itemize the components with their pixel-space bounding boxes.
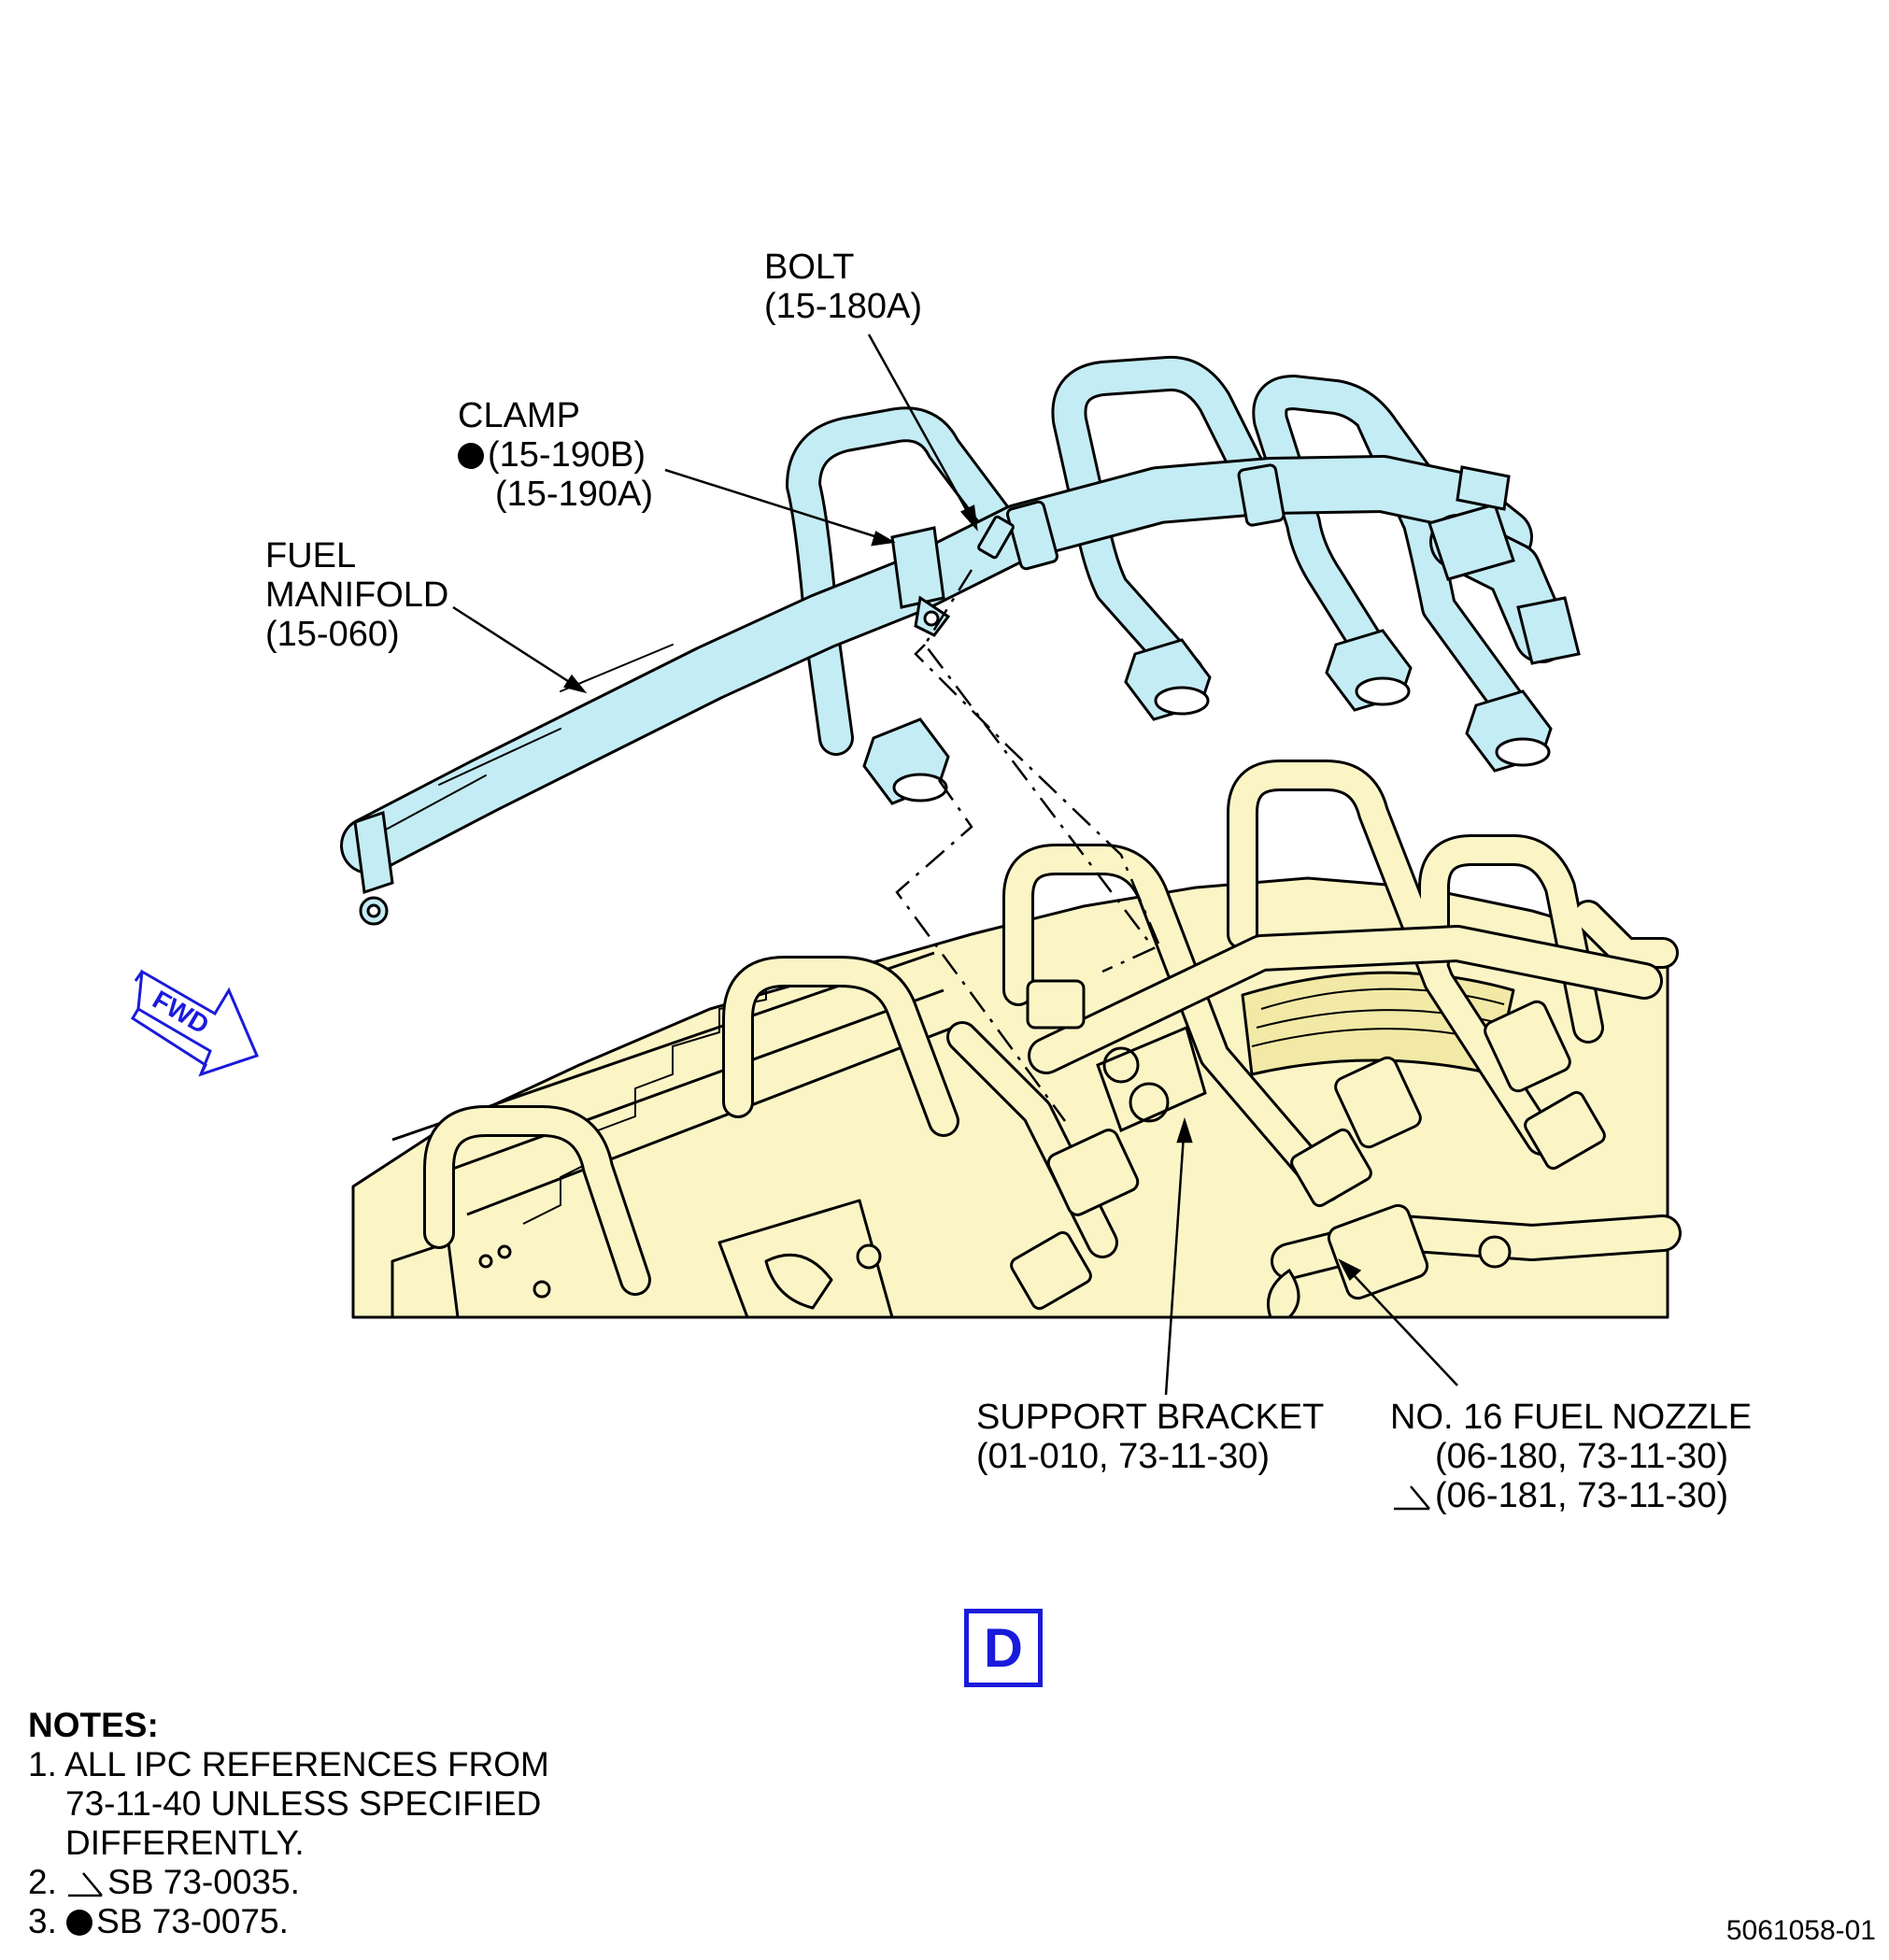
clamp-part-number-b: (15-190B) bbox=[488, 435, 646, 475]
fuel-manifold-name-2: MANIFOLD bbox=[265, 575, 449, 615]
fuel-nozzle-part-number-2: (06-181, 73-11-30) bbox=[1435, 1476, 1729, 1515]
manifold-fittings bbox=[353, 463, 1581, 926]
engine-fittings bbox=[1010, 979, 1606, 1319]
notes-block: NOTES: 1. ALL IPC REFERENCES FROM 73-11-… bbox=[28, 1706, 549, 1941]
clamp-part-number-a: (15-190A) bbox=[495, 475, 653, 514]
note-1-line-2: 73-11-40 UNLESS SPECIFIED bbox=[65, 1784, 542, 1823]
clamp-label: CLAMP (15-190B) (15-190A) bbox=[458, 396, 653, 514]
leader-lines bbox=[452, 334, 1458, 1396]
clamp-name: CLAMP bbox=[458, 396, 580, 435]
alignment-lines bbox=[895, 569, 1160, 1122]
support-bracket-part-number: (01-010, 73-11-30) bbox=[976, 1437, 1271, 1476]
figure-number: 5061058-01 bbox=[1726, 1915, 1876, 1946]
bolt-label: BOLT (15-180A) bbox=[764, 248, 922, 326]
sb-0075-bullet-icon bbox=[66, 1910, 93, 1936]
fwd-arrow: FWD bbox=[130, 969, 260, 1077]
note-3-number: 3. bbox=[28, 1902, 67, 1940]
sb-0035-triangle-icon bbox=[1394, 1485, 1430, 1511]
fuel-manifold-name-1: FUEL bbox=[265, 536, 357, 575]
fuel-nozzle-label: NO. 16 FUEL NOZZLE (06-180, 73-11-30) (0… bbox=[1390, 1398, 1752, 1515]
sb-0075-bullet-icon bbox=[458, 443, 484, 469]
note-2-text: SB 73-0035. bbox=[107, 1863, 300, 1901]
note-3-text: SB 73-0075. bbox=[96, 1902, 289, 1940]
bolt-part-number: (15-180A) bbox=[764, 287, 922, 326]
view-label-box: D bbox=[964, 1609, 1043, 1687]
support-bracket-label: SUPPORT BRACKET (01-010, 73-11-30) bbox=[976, 1398, 1324, 1476]
fuel-nozzle-part-number-1: (06-180, 73-11-30) bbox=[1435, 1437, 1729, 1476]
note-2-number: 2. bbox=[28, 1863, 67, 1901]
note-1-line-1: 1. ALL IPC REFERENCES FROM bbox=[28, 1745, 549, 1783]
fuel-manifold-tubes bbox=[340, 355, 1569, 874]
note-3: 3. SB 73-0075. bbox=[28, 1902, 549, 1941]
fuel-manifold-label: FUEL MANIFOLD (15-060) bbox=[265, 536, 448, 654]
fuel-manifold-part-number: (15-060) bbox=[265, 615, 400, 654]
note-2: 2. SB 73-0035. bbox=[28, 1863, 549, 1902]
note-1-line-3: DIFFERENTLY. bbox=[65, 1824, 305, 1862]
fuel-nozzle-name: NO. 16 FUEL NOZZLE bbox=[1390, 1398, 1753, 1437]
support-bracket-name: SUPPORT BRACKET bbox=[976, 1398, 1325, 1437]
sb-0035-triangle-icon bbox=[68, 1872, 104, 1897]
notes-title: NOTES: bbox=[28, 1706, 159, 1744]
bolt-name: BOLT bbox=[764, 248, 855, 287]
